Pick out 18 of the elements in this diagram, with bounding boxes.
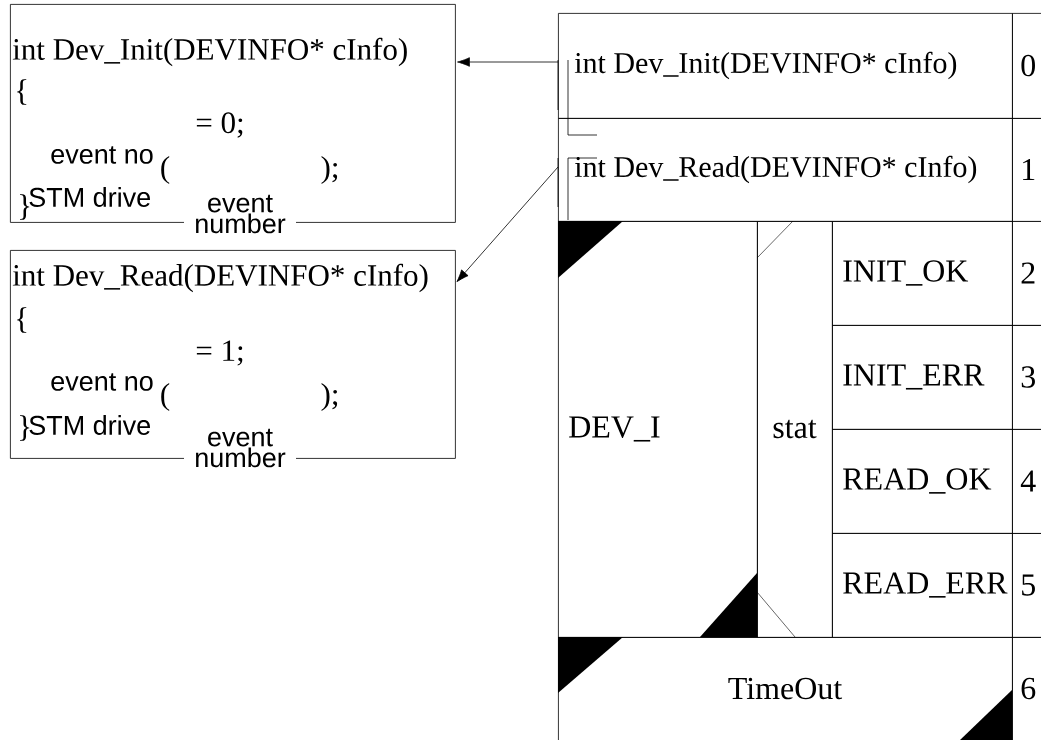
- table-cell: READ_OK: [832, 429, 1013, 534]
- table-cell: INIT_ERR: [832, 325, 1013, 430]
- number-cell: 1: [1012, 118, 1041, 222]
- table-cell: int Dev_Init(DEVINFO* cInfo): [558, 13, 1013, 119]
- number-cell: 4: [1012, 429, 1041, 534]
- number-cell: 6: [1012, 637, 1041, 740]
- table-cell: READ_ERR: [832, 533, 1013, 638]
- table-cell: INIT_OK: [832, 221, 1013, 326]
- arrow: [456, 166, 559, 283]
- number-cell: 3: [1012, 325, 1041, 430]
- arrow: [457, 57, 559, 67]
- table-cell: TimeOut: [558, 637, 1013, 740]
- table-cell: DEV_I: [558, 221, 758, 638]
- number-cell: 0: [1012, 13, 1041, 119]
- table-cell: stat: [757, 221, 833, 638]
- number-cell: 5: [1012, 533, 1041, 638]
- table-cell: int Dev_Read(DEVINFO* cInfo): [558, 118, 1013, 222]
- number-cell: 2: [1012, 221, 1041, 326]
